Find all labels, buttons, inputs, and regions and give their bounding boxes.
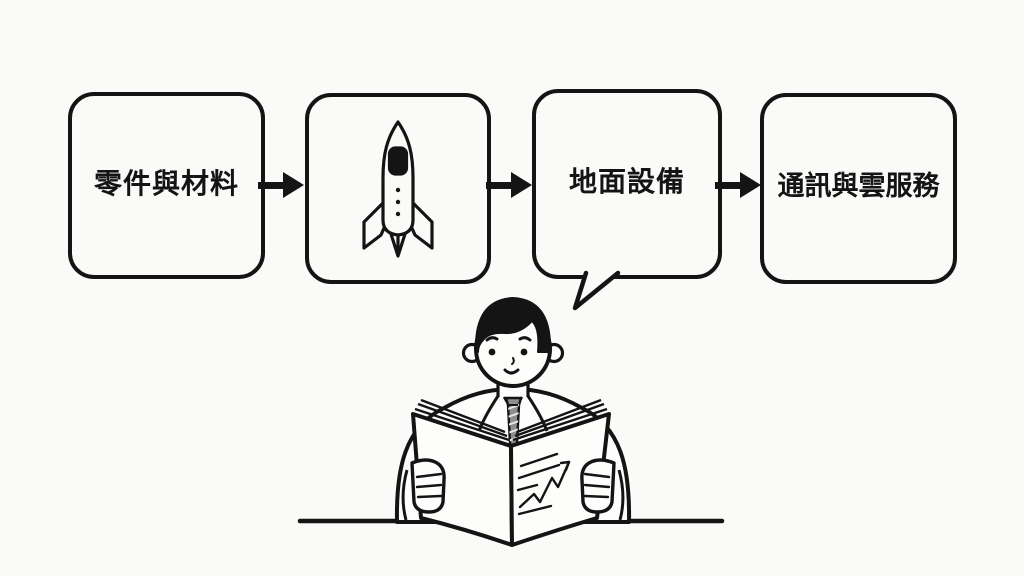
page-stack-lines (414, 398, 608, 442)
flow-node-label: 零件與材料 (93, 166, 239, 200)
nose (511, 357, 515, 365)
flow-node-parts-and-materials: 零件與材料 (68, 92, 265, 279)
mouth (503, 368, 520, 375)
arrow-shaft (715, 181, 740, 189)
flow-node-label: 地面設備 (568, 165, 685, 198)
flow-arrow-2 (486, 172, 532, 198)
eye-right (520, 348, 528, 356)
flow-node-communications-and-cloud: 通訊與雲服務 (760, 93, 957, 284)
arrow-shaft (258, 181, 283, 189)
eye-left (488, 348, 496, 356)
arrow-right-icon (511, 172, 532, 198)
hair (474, 297, 552, 353)
person-reading-icon (297, 297, 725, 547)
flow-node-rocket (305, 93, 491, 284)
arrow-right-icon (740, 172, 761, 198)
flow-arrow-1 (258, 172, 304, 198)
flow-node-ground-equipment: 地面設備 (532, 89, 722, 279)
line-chart-icon (516, 452, 571, 516)
open-book-icon (411, 398, 611, 547)
right-hand (580, 458, 616, 514)
arrow-shaft (486, 181, 511, 189)
left-hand (410, 458, 446, 514)
rocket-icon (361, 119, 434, 258)
eyebrow-left (485, 336, 499, 342)
person-head (461, 297, 565, 388)
eyebrow-right (518, 336, 532, 342)
flow-node-label: 通訊與雲服務 (777, 171, 940, 202)
speech-bubble-tail (572, 268, 621, 311)
flow-arrow-3 (715, 172, 761, 198)
arrow-right-icon (283, 172, 304, 198)
